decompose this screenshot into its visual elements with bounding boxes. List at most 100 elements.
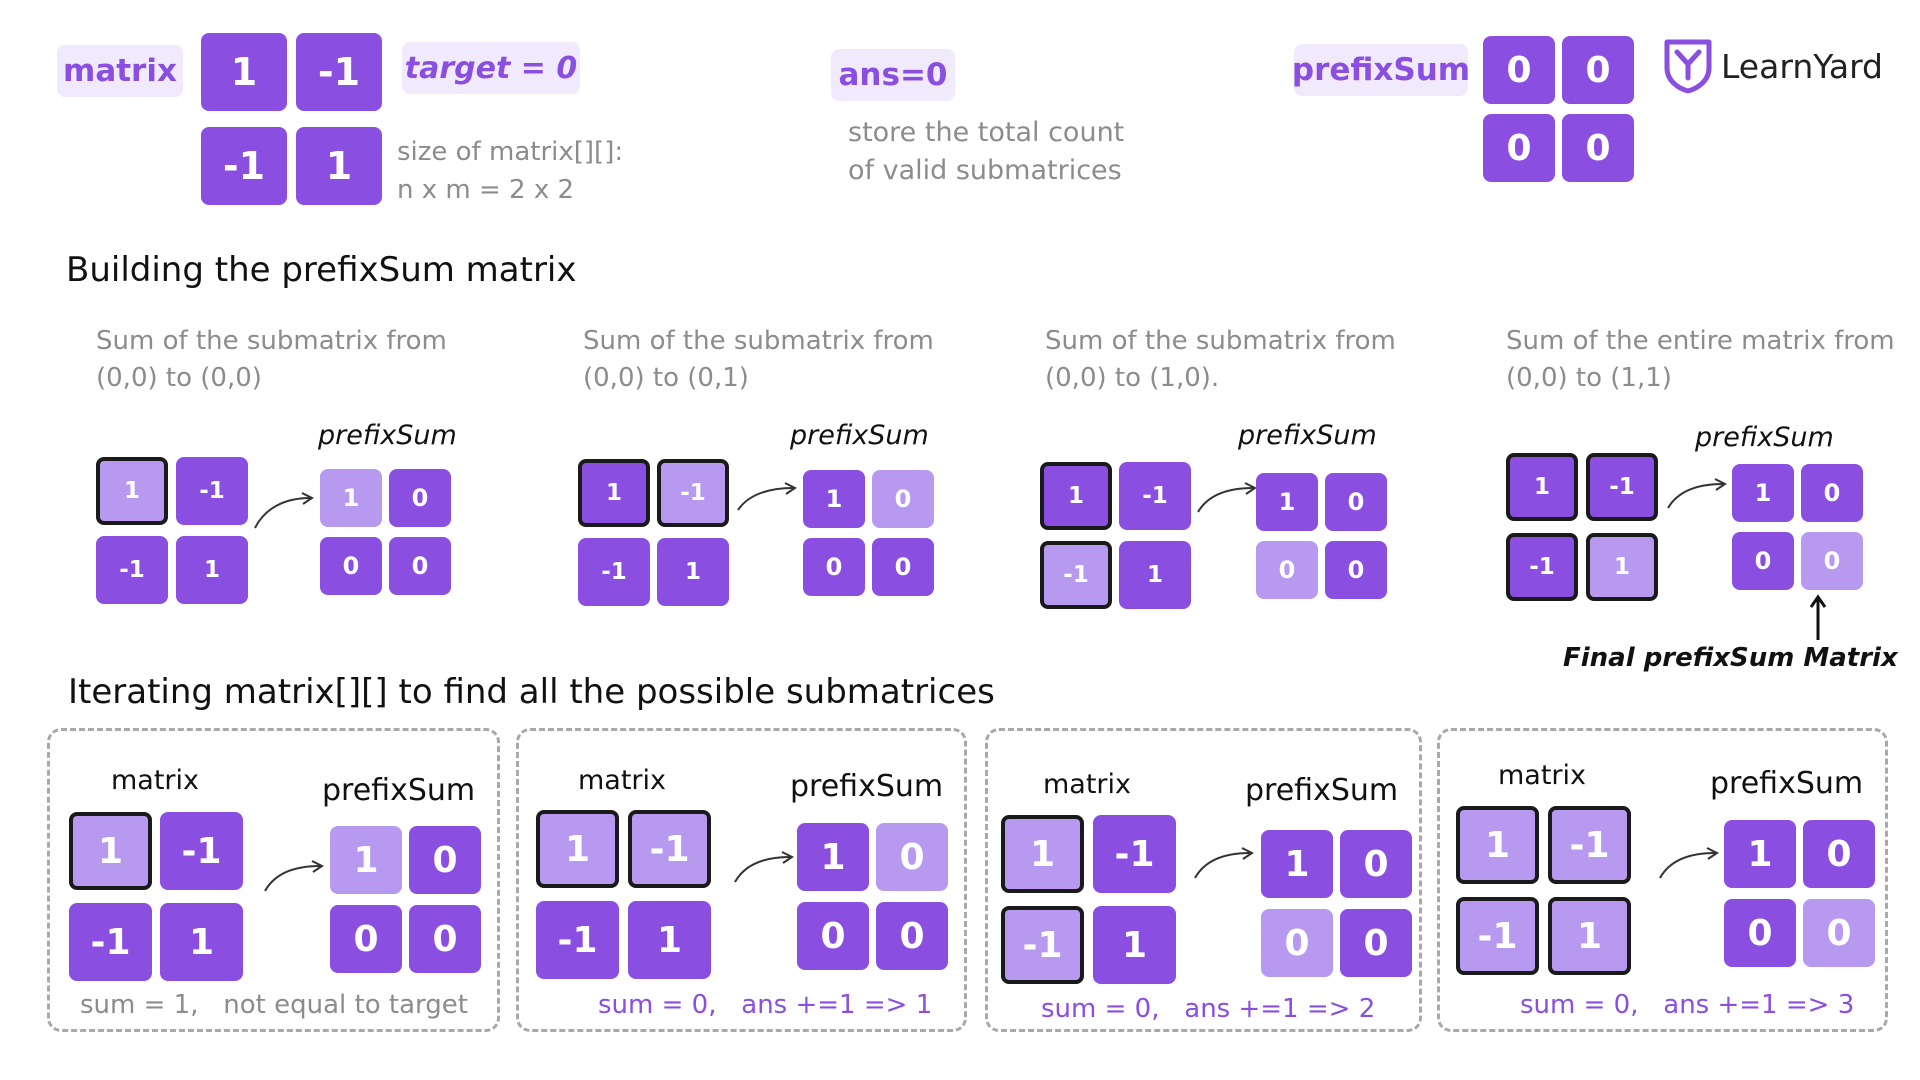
- iter-2-result: sum = 0, ans +=1 => 1: [598, 990, 933, 1020]
- build-step-1-prefix-title: prefixSum: [318, 420, 457, 451]
- build-step-1-matrix-cell-1-0: -1: [96, 536, 168, 604]
- build-step-4-prefix-cell-1-0: 0: [1732, 532, 1794, 590]
- iter-panel-1: [47, 728, 500, 1032]
- iter-1-result: sum = 1, not equal to target: [80, 990, 468, 1020]
- target-label: target = 0: [402, 42, 580, 94]
- build-step-3-arrow-icon: [1197, 482, 1257, 513]
- iter-3-matrix-title: matrix: [1043, 769, 1132, 800]
- build-step-3-prefix-cell-0-1: 0: [1325, 473, 1387, 531]
- build-step-1-arrow-icon: [254, 492, 314, 529]
- iter-2-prefix-cell-1-1: 0: [876, 902, 948, 970]
- header-matrix-cell-0-1: -1: [296, 33, 382, 111]
- build-step-3-caption-line1: Sum of the submatrix from: [1045, 326, 1396, 356]
- ans-note-line1: store the total count: [848, 117, 1125, 148]
- prefix-label: prefixSum: [1292, 44, 1470, 96]
- build-step-4-matrix-cell-0-0: 1: [1506, 453, 1578, 521]
- iter-4-matrix-cell-0-0: 1: [1456, 806, 1539, 884]
- iter-4-matrix-cell-1-1: 1: [1548, 897, 1631, 975]
- build-step-1-prefix-cell-0-1: 0: [389, 469, 451, 527]
- iter-3-prefix-cell-1-1: 0: [1340, 909, 1412, 977]
- build-step-1-caption-line1: Sum of the submatrix from: [96, 326, 447, 356]
- build-step-4-prefix-title: prefixSum: [1695, 422, 1834, 453]
- iter-panel-3: [985, 728, 1422, 1032]
- build-step-2-matrix-cell-1-1: 1: [657, 538, 729, 606]
- logo: LearnYard: [1663, 38, 1883, 94]
- iter-3-prefix-cell-0-1: 0: [1340, 830, 1412, 898]
- iterating-title: Iterating matrix[][] to find all the pos…: [68, 672, 995, 712]
- build-step-4-prefix-cell-0-1: 0: [1801, 464, 1863, 522]
- ans-note: store the total count of valid submatric…: [848, 114, 1124, 190]
- header-prefix-cell-1-0: 0: [1483, 114, 1555, 182]
- build-step-1-matrix-cell-0-0: 1: [96, 457, 168, 525]
- build-step-4-caption: Sum of the entire matrix from (0,0) to (…: [1506, 323, 1895, 397]
- iter-2-prefix-title: prefixSum: [790, 769, 944, 804]
- iter-1-prefix-title: prefixSum: [322, 773, 476, 808]
- build-step-1-matrix-cell-1-1: 1: [176, 536, 248, 604]
- build-step-3-matrix-cell-0-0: 1: [1040, 462, 1112, 530]
- iter-1-prefix-cell-1-0: 0: [330, 905, 402, 973]
- build-step-2-matrix-cell-1-0: -1: [578, 538, 650, 606]
- iter-1-matrix-cell-0-1: -1: [160, 812, 243, 890]
- iter-2-prefix-cell-0-0: 1: [797, 823, 869, 891]
- build-step-4-matrix-cell-0-1: -1: [1586, 453, 1658, 521]
- build-step-4-prefix-cell-0-0: 1: [1732, 464, 1794, 522]
- matrix-label: matrix: [57, 45, 183, 97]
- build-step-2-prefix-title: prefixSum: [790, 420, 929, 451]
- build-step-2-caption-line1: Sum of the submatrix from: [583, 326, 934, 356]
- build-step-3-caption-line2: (0,0) to (1,0).: [1045, 363, 1220, 393]
- build-step-1-prefix-cell-1-0: 0: [320, 537, 382, 595]
- iter-3-matrix-cell-0-1: -1: [1093, 815, 1176, 893]
- build-step-1-caption: Sum of the submatrix from (0,0) to (0,0): [96, 323, 447, 397]
- iter-2-matrix-cell-1-1: 1: [628, 901, 711, 979]
- iter-3-prefix-title: prefixSum: [1245, 773, 1399, 808]
- build-step-4-caption-line1: Sum of the entire matrix from: [1506, 326, 1895, 356]
- iter-2-prefix-cell-1-0: 0: [797, 902, 869, 970]
- build-step-2-prefix-cell-1-0: 0: [803, 538, 865, 596]
- size-note-line2: n x m = 2 x 2: [397, 175, 575, 205]
- iter-3-matrix-cell-1-0: -1: [1001, 906, 1084, 984]
- final-pointer-arrow-icon: [1809, 594, 1827, 640]
- iter-1-matrix-cell-1-0: -1: [69, 903, 152, 981]
- header-matrix-cell-0-0: 1: [201, 33, 287, 111]
- ans-label: ans=0: [831, 49, 955, 101]
- iter-2-matrix-cell-0-0: 1: [536, 810, 619, 888]
- iter-4-result: sum = 0, ans +=1 => 3: [1520, 990, 1855, 1020]
- build-step-2-matrix-cell-0-0: 1: [578, 459, 650, 527]
- building-title: Building the prefixSum matrix: [66, 250, 577, 290]
- iter-4-prefix-cell-0-0: 1: [1724, 820, 1796, 888]
- iter-3-prefix-cell-0-0: 1: [1261, 830, 1333, 898]
- header-prefix-cell-1-1: 0: [1562, 114, 1634, 182]
- iter-1-prefix-cell-0-0: 1: [330, 826, 402, 894]
- build-step-4-caption-line2: (0,0) to (1,1): [1506, 363, 1672, 393]
- build-step-1-prefix-cell-0-0: 1: [320, 469, 382, 527]
- iter-4-prefix-cell-1-0: 0: [1724, 899, 1796, 967]
- iter-1-matrix-cell-1-1: 1: [160, 903, 243, 981]
- iter-4-prefix-cell-1-1: 0: [1803, 899, 1875, 967]
- build-step-1-caption-line2: (0,0) to (0,0): [96, 363, 262, 393]
- iter-4-prefix-cell-0-1: 0: [1803, 820, 1875, 888]
- build-step-3-caption: Sum of the submatrix from (0,0) to (1,0)…: [1045, 323, 1396, 397]
- ans-note-line2: of valid submatrices: [848, 155, 1122, 186]
- build-step-4-matrix-cell-1-0: -1: [1506, 533, 1578, 601]
- build-step-3-prefix-title: prefixSum: [1238, 420, 1377, 451]
- build-step-2-caption-line2: (0,0) to (0,1): [583, 363, 749, 393]
- iter-1-prefix-cell-1-1: 0: [409, 905, 481, 973]
- build-step-2-prefix-cell-0-0: 1: [803, 470, 865, 528]
- logo-text: LearnYard: [1721, 46, 1884, 86]
- build-step-4-matrix-cell-1-1: 1: [1586, 533, 1658, 601]
- iter-1-prefix-cell-0-1: 0: [409, 826, 481, 894]
- final-prefix-label: Final prefixSum Matrix: [1563, 643, 1898, 673]
- build-step-1-prefix-cell-1-1: 0: [389, 537, 451, 595]
- iter-1-arrow-icon: [264, 860, 324, 892]
- header-matrix-cell-1-0: -1: [201, 127, 287, 205]
- build-step-4-prefix-cell-1-1: 0: [1801, 532, 1863, 590]
- size-note-line1: size of matrix[][]:: [397, 137, 624, 167]
- build-step-3-matrix-cell-1-0: -1: [1040, 541, 1112, 609]
- iter-2-matrix-title: matrix: [578, 765, 667, 796]
- iter-2-prefix-cell-0-1: 0: [876, 823, 948, 891]
- iter-3-result: sum = 0, ans +=1 => 2: [1041, 994, 1376, 1024]
- iter-1-matrix-cell-0-0: 1: [69, 812, 152, 890]
- header-prefix-cell-0-0: 0: [1483, 36, 1555, 104]
- iter-3-prefix-cell-1-0: 0: [1261, 909, 1333, 977]
- iter-panel-4: [1437, 728, 1888, 1032]
